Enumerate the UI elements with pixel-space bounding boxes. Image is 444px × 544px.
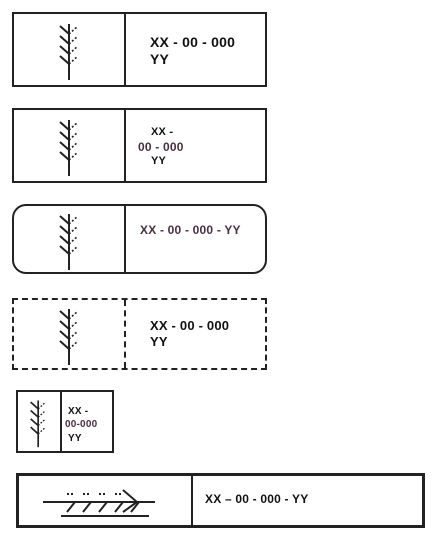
- wheat-ear-icon: [59, 120, 79, 176]
- code-line-2: 00 - 000: [138, 140, 184, 154]
- code-line-3: YY: [68, 433, 82, 444]
- code-line-1: XX -: [68, 406, 89, 417]
- code-line-2: YY: [150, 51, 170, 67]
- label-variant-5: XX - 00-000 YY: [16, 390, 114, 453]
- code-line-2: YY: [150, 334, 168, 349]
- code-line-1: XX -: [151, 126, 174, 138]
- code-line-3: YY: [151, 155, 167, 167]
- wheat-ear-icon: [30, 400, 47, 448]
- code-line-2: 00-000: [65, 419, 98, 430]
- wheat-ear-icon: [59, 24, 79, 80]
- label-variant-2: XX - 00 - 000 YY: [12, 108, 267, 183]
- label-variant-4: XX - 00 - 000 YY: [12, 298, 267, 370]
- wheat-ear-icon: [59, 214, 79, 270]
- code-line-1: XX – 00 - 000 - YY: [205, 492, 309, 506]
- wheat-ear-icon: [59, 309, 79, 365]
- label-variant-1: XX - 00 - 000 YY: [12, 12, 267, 87]
- label-variant-3: XX - 00 - 000 - YY: [12, 204, 267, 274]
- label-variant-6: XX – 00 - 000 - YY: [16, 473, 425, 528]
- wheat-ear-icon: [43, 489, 155, 517]
- code-line-1: XX - 00 - 000: [150, 34, 236, 50]
- code-line-1: XX - 00 - 000: [150, 318, 230, 333]
- code-line-1: XX - 00 - 000 - YY: [140, 223, 241, 237]
